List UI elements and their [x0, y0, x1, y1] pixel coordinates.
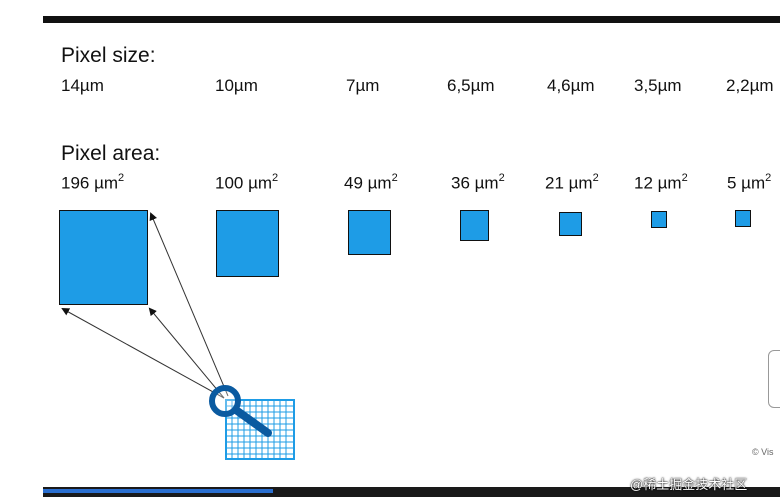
pixel-square-36 — [460, 210, 489, 241]
area-value: 21 µm — [545, 173, 593, 193]
pixel-size-label: 4,6µm — [547, 76, 595, 95]
pixel-square-196 — [59, 210, 148, 305]
pixel-square-21 — [559, 212, 582, 236]
pixel-size-label: 6,5µm — [447, 76, 495, 95]
projection-arrows — [61, 212, 229, 399]
pixel-area-label: 100 µm2 — [215, 172, 279, 194]
pixel-area-heading: Pixel area: — [61, 142, 161, 165]
area-exponent: 2 — [118, 172, 125, 184]
arrow-line — [61, 308, 225, 399]
area-exponent: 2 — [592, 172, 599, 184]
pixel-size-label: 10µm — [215, 76, 258, 95]
area-exponent: 2 — [498, 172, 505, 184]
slide — [43, 23, 780, 487]
pixel-size-heading: Pixel size: — [61, 44, 156, 67]
pixel-area-label: 49 µm2 — [344, 172, 398, 194]
area-value: 5 µm — [727, 173, 766, 193]
pixel-area-label: 5 µm2 — [727, 172, 772, 194]
area-value: 100 µm — [215, 173, 273, 193]
watermark: @稀土掘金技术社区 — [630, 477, 748, 492]
progress-bar — [43, 489, 273, 493]
pixel-square-49 — [348, 210, 391, 255]
pixel-area-label: 12 µm2 — [634, 172, 688, 194]
pixel-size-label: 2,2µm — [726, 76, 774, 95]
side-panel-tab[interactable] — [768, 350, 780, 408]
left-margin — [0, 0, 43, 497]
area-exponent: 2 — [765, 172, 772, 184]
pixel-square-5 — [735, 210, 751, 227]
area-exponent: 2 — [391, 172, 398, 184]
bottom-bar — [43, 487, 780, 497]
area-value: 12 µm — [634, 173, 682, 193]
area-exponent: 2 — [681, 172, 688, 184]
pixel-area-label: 21 µm2 — [545, 172, 599, 194]
pixel-size-label: 3,5µm — [634, 76, 682, 95]
arrow-line — [149, 212, 229, 397]
area-value: 49 µm — [344, 173, 392, 193]
pixel-square-12 — [651, 211, 667, 228]
top-bar — [43, 16, 780, 23]
pixel-area-label: 36 µm2 — [451, 172, 505, 194]
area-exponent: 2 — [272, 172, 279, 184]
pixel-area-label: 196 µm2 — [61, 172, 125, 194]
area-value: 196 µm — [61, 173, 119, 193]
area-value: 36 µm — [451, 173, 499, 193]
magnifier-icon — [209, 385, 272, 437]
pixel-size-label: 7µm — [346, 76, 380, 95]
arrow-line — [148, 307, 225, 399]
pixel-square-100 — [216, 210, 279, 277]
copyright-text: © Vis — [752, 447, 774, 457]
pixel-size-label: 14µm — [61, 76, 104, 95]
